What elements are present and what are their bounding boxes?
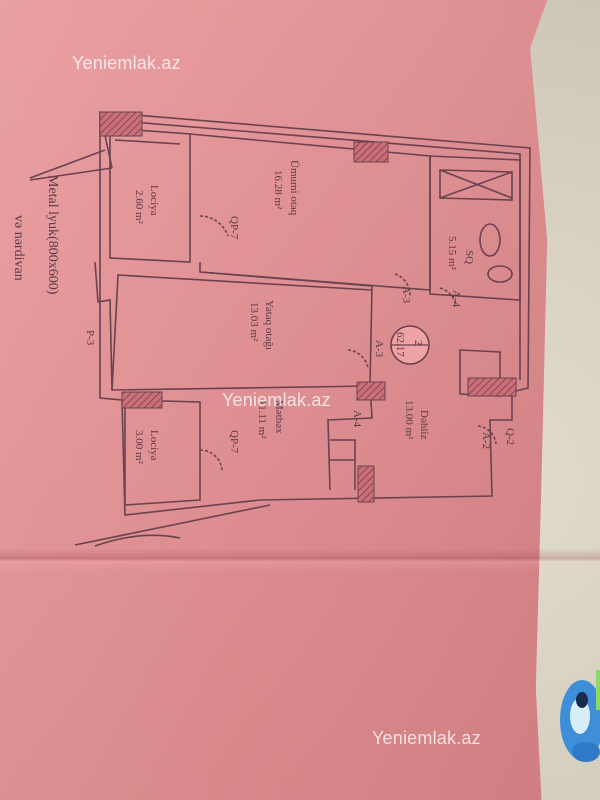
hatch-note-2: və nərdivan [11, 215, 26, 281]
room-area-loggia-bottom: 3.00 m² [133, 430, 145, 464]
room-area-living: 16.28 m² [272, 170, 284, 210]
loggia-bottom-wall [124, 399, 201, 506]
door-tag: QP-7 [228, 430, 240, 454]
bathroom-wall [429, 155, 521, 301]
loggia-top-wall [109, 127, 191, 263]
door-tag: A-4 [351, 410, 363, 428]
room-area-loggia-top: 2.60 m² [133, 190, 145, 224]
door-tag: A-3 [373, 340, 385, 358]
living-room-wall [189, 133, 431, 291]
unit-number: 2 [412, 340, 424, 346]
blue-toy [560, 670, 600, 762]
room-area-bathroom: 5.15 m² [446, 236, 458, 270]
room-area-bedroom: 13.03 m² [248, 302, 260, 342]
door-tag: A-2 [480, 432, 492, 450]
door-tag: A-3 [400, 286, 412, 304]
room-name-corridor: Dəhliz [418, 410, 430, 440]
door-tag: QP-7 [228, 216, 240, 240]
door-tag: P-3 [84, 330, 96, 346]
unit-marker [390, 325, 430, 365]
door-tag: Q-2 [504, 428, 516, 446]
hatch-note: Metal lyuk(800x600) [45, 175, 60, 295]
door-tag: A-4 [450, 290, 462, 308]
outer-wall [99, 111, 531, 516]
room-area-corridor: 13.00 m² [403, 400, 415, 440]
watermark: Yeniemlak.az [222, 390, 331, 410]
kitchen-wall [327, 385, 373, 491]
room-name-bathroom: SQ [463, 250, 475, 265]
room-name-loggia-bottom: Lociya [148, 430, 160, 461]
watermark: Yeniemlak.az [372, 728, 481, 748]
watermark: Yeniemlak.az [72, 53, 181, 73]
hatched-columns [99, 111, 517, 503]
unit-area: 62.17 [394, 332, 406, 357]
room-name-loggia-top: Lociya [148, 185, 160, 216]
room-name-living: Ümumi otaq [288, 160, 300, 216]
room-name-bedroom: Yataq otağı [263, 300, 275, 350]
paper-fold [0, 548, 600, 572]
